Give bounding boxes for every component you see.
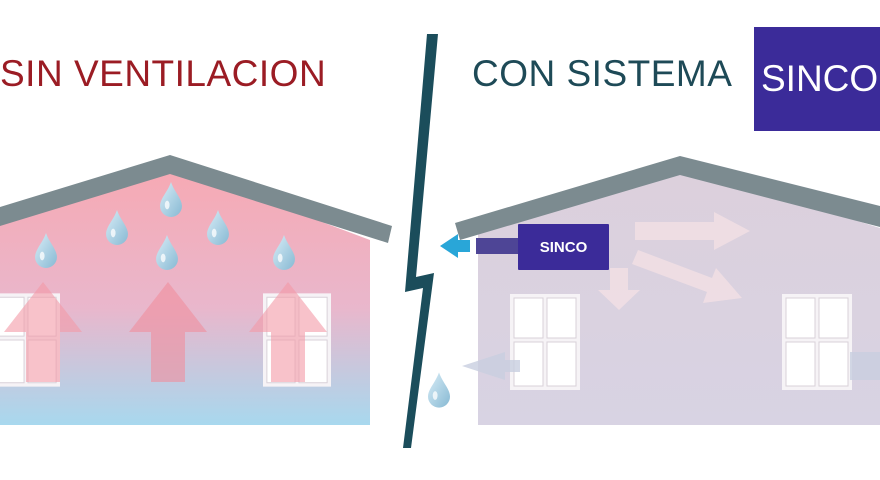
airflow-arrow-icon xyxy=(129,282,207,382)
house-right xyxy=(428,156,880,425)
house-left-roof xyxy=(0,155,392,243)
airflow-arrow-icon xyxy=(598,268,640,310)
left-panel-title: SIN VENTILACION xyxy=(0,53,327,94)
airflow-arrow-icon xyxy=(635,212,750,250)
window-icon xyxy=(510,294,580,390)
airflow-arrow-icon xyxy=(462,352,520,380)
ventilation-device-label: SINCO xyxy=(518,224,609,270)
inlet-arrow-icon xyxy=(440,234,470,258)
inlet-duct xyxy=(476,238,520,254)
window-icon xyxy=(782,294,852,390)
house-right-roof xyxy=(455,156,880,240)
house-left xyxy=(0,155,392,425)
brand-badge: SINCO xyxy=(754,27,880,131)
lightning-divider xyxy=(403,34,438,448)
airflow-arrow-icon xyxy=(249,282,327,382)
water-drop-icon xyxy=(428,372,450,408)
airflow-arrow-icon xyxy=(632,250,742,303)
right-panel-title: CON SISTEMA xyxy=(472,53,733,94)
airflow-arrow-icon xyxy=(850,352,880,380)
airflow-arrow-icon xyxy=(4,282,82,382)
